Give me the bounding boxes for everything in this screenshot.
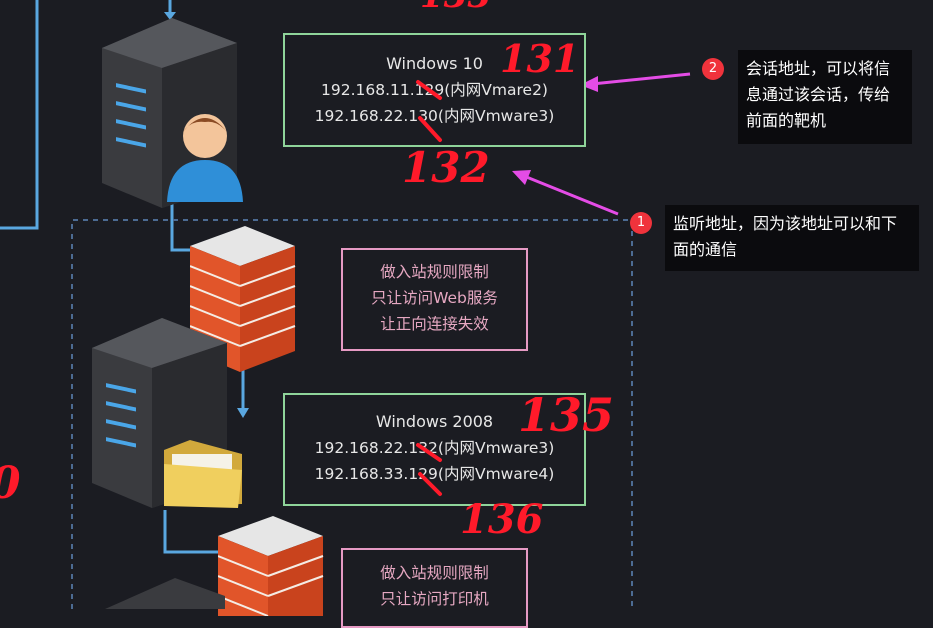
- firewall-icon: [218, 516, 324, 616]
- handwritten-number: 131: [500, 36, 580, 81]
- node-ip: 192.168.22.130(内网Vmware3): [314, 107, 555, 125]
- folder-icon: [164, 440, 242, 508]
- node-ip: 192.168.22.132(内网Vmware3): [314, 439, 555, 457]
- server-icon: [105, 578, 225, 609]
- connector-lines: [0, 0, 691, 609]
- annotation-badge: 2: [702, 58, 724, 80]
- node-title: Windows 2008: [375, 412, 494, 431]
- handwritten-number: 135: [518, 388, 615, 442]
- rule-line: 让正向连接失效: [380, 315, 489, 333]
- handwritten-number: 0: [0, 458, 21, 509]
- handwritten-marks: [416, 80, 442, 496]
- rule-line: 只让访问Web服务: [371, 289, 498, 307]
- annotation-note: 会话地址，可以将信息通过该会话，传给前面的靶机: [738, 50, 912, 144]
- handwritten-number: 133: [420, 0, 491, 16]
- node-ip: 192.168.11.129(内网Vmare2): [321, 81, 548, 99]
- annotation-note: 监听地址，因为该地址可以和下面的通信: [665, 205, 919, 271]
- rule-line: 做入站规则限制: [380, 263, 489, 281]
- annotation-badge: 1: [630, 212, 652, 234]
- handwritten-number: 136: [460, 496, 544, 543]
- node-title: Windows 10: [386, 54, 483, 73]
- rule-box: 做入站规则限制 只让访问Web服务 让正向连接失效: [341, 248, 528, 351]
- node-ip: 192.168.33.129(内网Vmware4): [314, 465, 555, 483]
- node-box-windows10: Windows 10 192.168.11.129(内网Vmare2) 192.…: [283, 33, 586, 147]
- rule-line: 只让访问打印机: [380, 590, 489, 608]
- handwritten-number: 132: [402, 143, 490, 192]
- user-icon: [167, 114, 243, 202]
- rule-line: 做入站规则限制: [380, 564, 489, 582]
